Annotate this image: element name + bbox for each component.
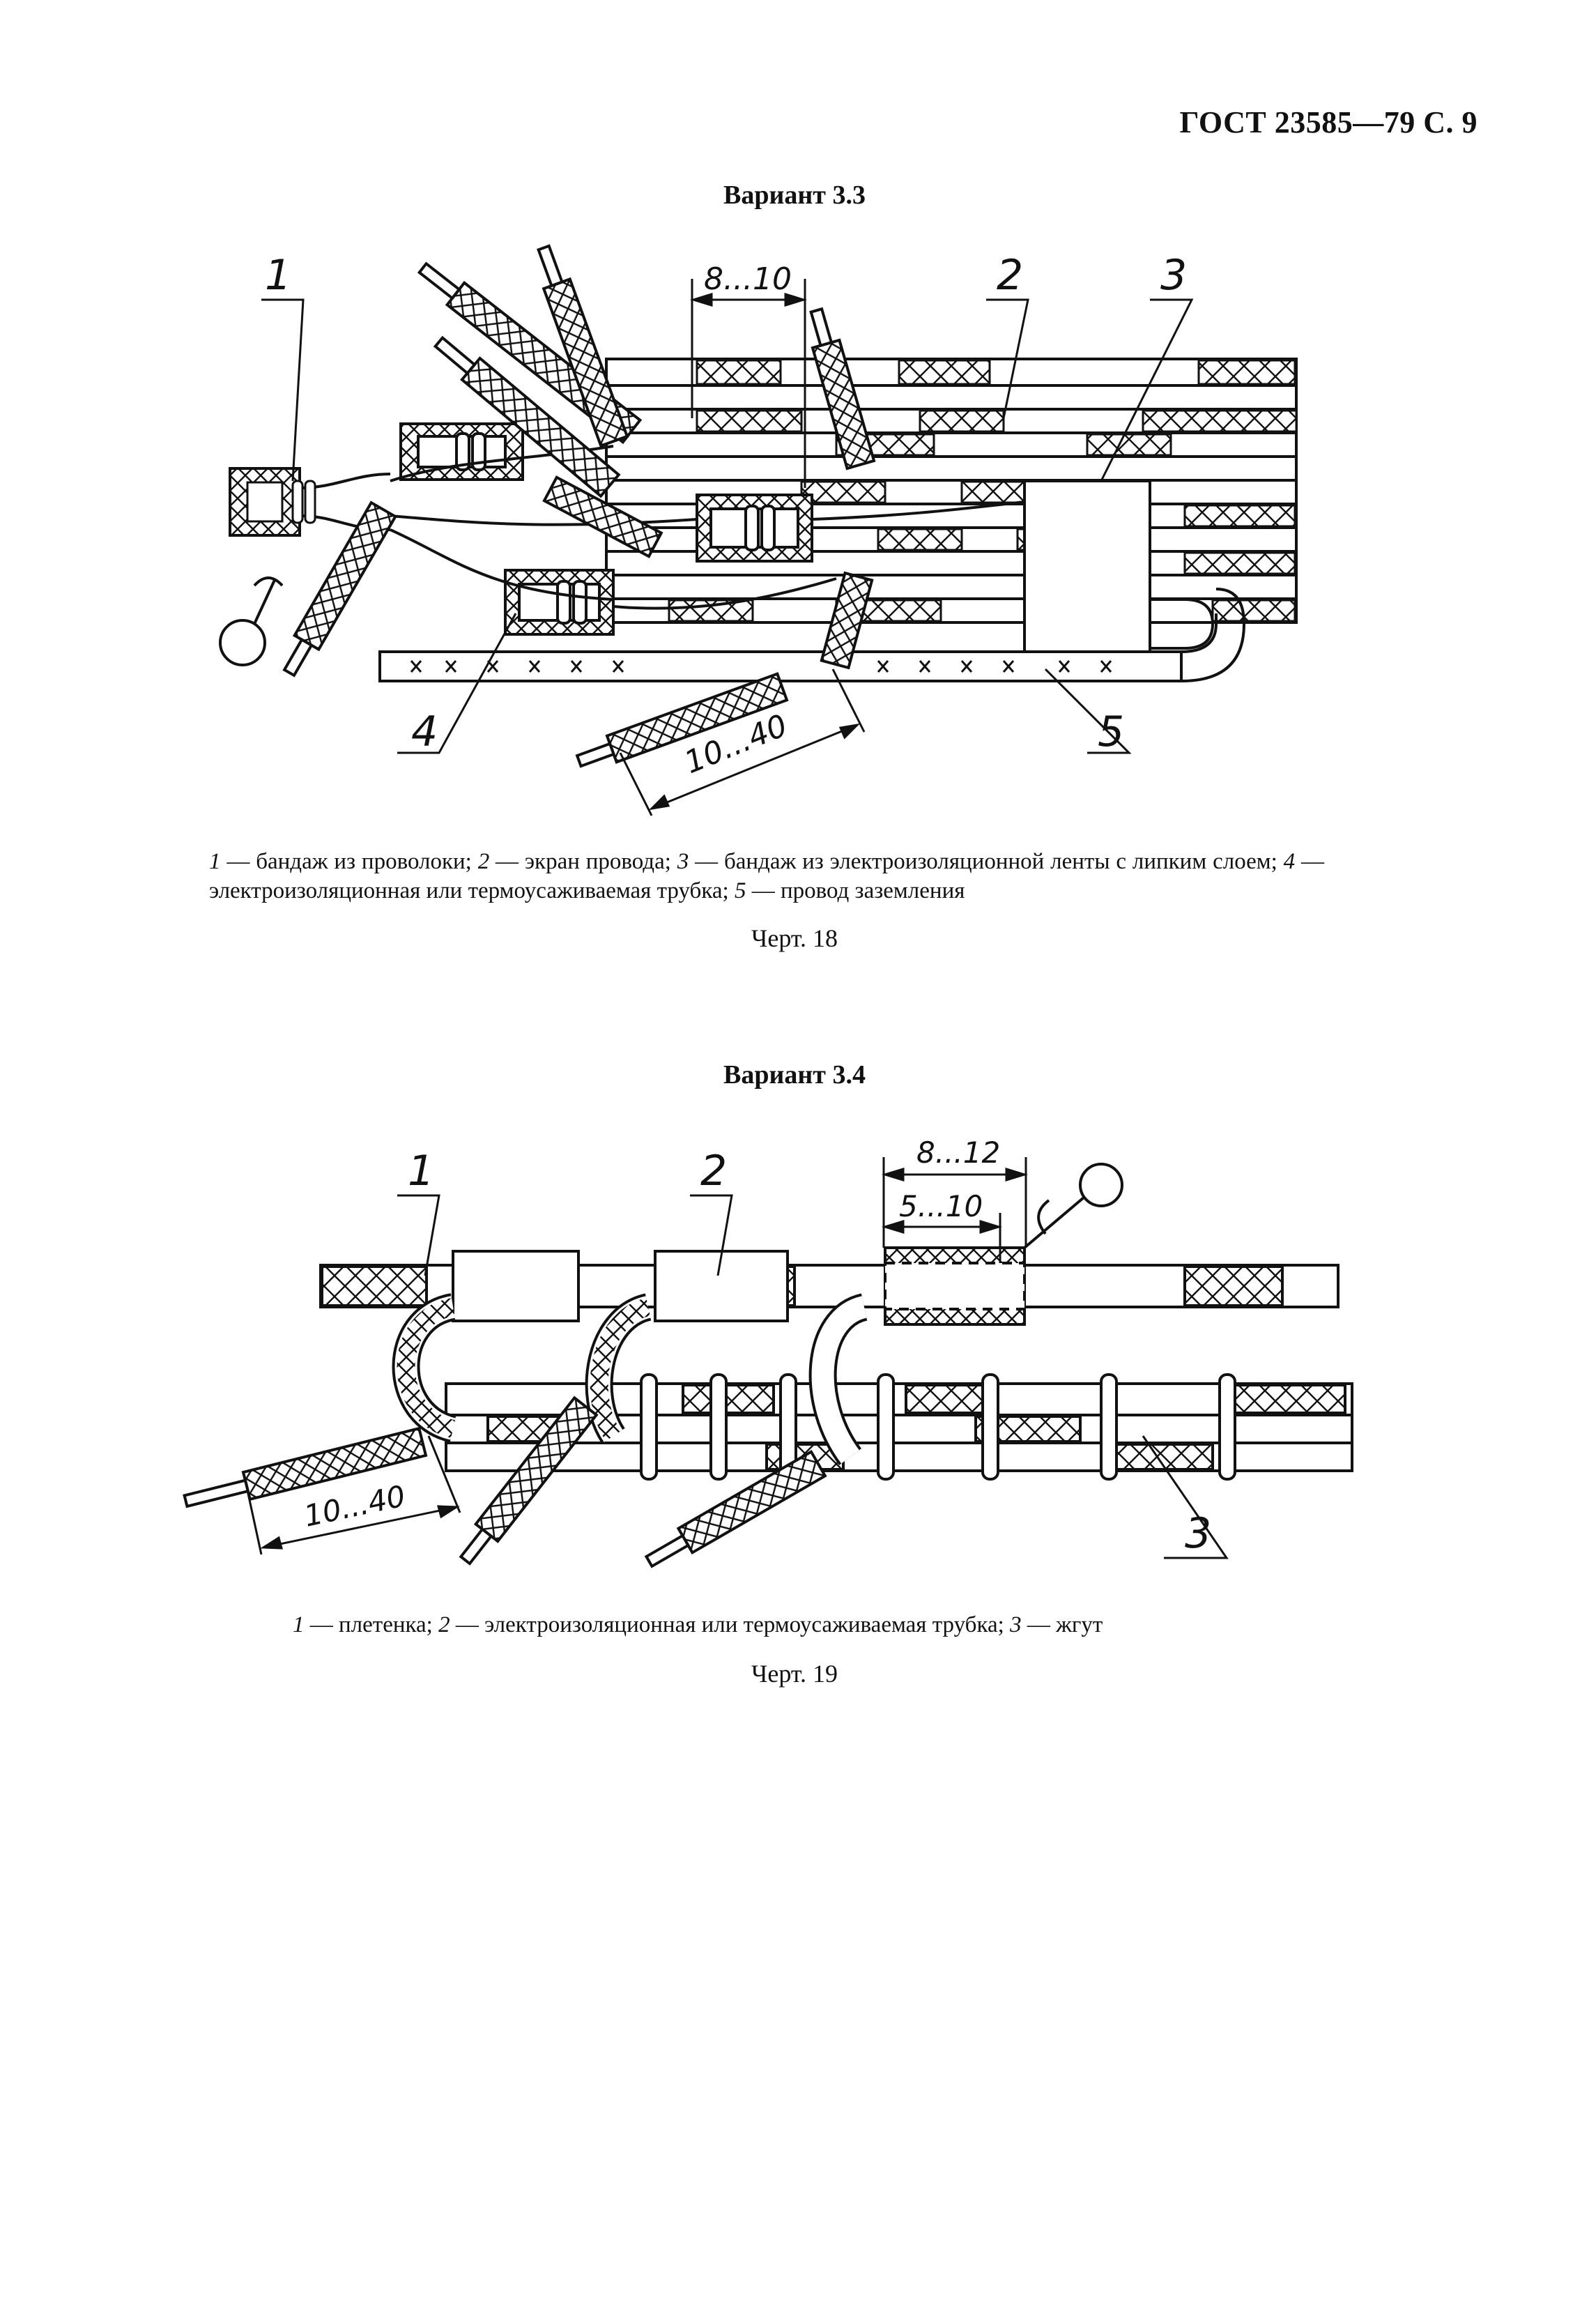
callout-1: 1 (265, 251, 291, 300)
cable-bundle (605, 358, 1298, 624)
dim-bottom-label-2: 10...40 (301, 1478, 408, 1533)
ground-symbol (219, 576, 284, 666)
wire-screen-hatching (668, 359, 1298, 622)
dimension-5-10 (881, 1213, 1003, 1263)
callout-3b: 3 (1185, 1509, 1211, 1558)
callout-leaders-2 (397, 1194, 1229, 1559)
insulation-tube-lower (504, 569, 615, 636)
shielded-conductors (282, 244, 876, 768)
variant-title-3-4: Вариант 3.4 (723, 1060, 866, 1090)
conductors-out (183, 1396, 827, 1568)
page-header: ГОСТ 23585—79 С. 9 (1179, 105, 1477, 139)
dimension-10-40-b (243, 1435, 461, 1555)
figure-18-drawing: 8...10 10...40 1 2 3 4 5 (219, 244, 1298, 816)
dim-outer-label: 8...12 (916, 1136, 1000, 1170)
tape-bandage (1023, 480, 1151, 664)
dimension-8-10 (689, 279, 808, 488)
ground-wire (378, 588, 1246, 682)
insulation-tube-middle (696, 494, 813, 563)
callout-leaders (261, 298, 1194, 754)
caption-chert-19: Черт. 19 (751, 1660, 838, 1688)
legend-figure-19: 1 — плетенка; 2 — электроизоляционная ил… (293, 1612, 1103, 1637)
callout-2: 2 (997, 251, 1023, 300)
tube-1 (452, 1250, 580, 1322)
callout-1b: 1 (408, 1147, 434, 1195)
variant-title-3-3: Вариант 3.3 (723, 181, 866, 210)
figure-19-drawing: 8...12 5...10 10...40 1 2 3 (183, 1136, 1353, 1568)
ground-wire-loop (1150, 598, 1215, 650)
callout-4: 4 (411, 708, 438, 756)
insulation-tube-upper (399, 422, 524, 481)
dim-top-label: 8...10 (704, 261, 792, 297)
harness-bands (640, 1373, 1236, 1481)
dim-inner-label: 5...10 (899, 1189, 983, 1223)
legend-figure-18: 1 — бандаж из проволоки; 2 — экран прово… (209, 849, 1324, 903)
tube-2 (654, 1250, 789, 1322)
dimension-10-40 (619, 668, 866, 816)
caption-chert-18: Черт. 18 (751, 924, 838, 952)
callout-2b: 2 (700, 1147, 727, 1195)
ground-symbol-2 (1023, 1163, 1123, 1249)
callout-5: 5 (1098, 708, 1124, 756)
ground-ferrule (884, 1246, 1026, 1326)
wire-bandage-left (229, 467, 391, 537)
dimension-8-12 (881, 1157, 1029, 1248)
callout-3: 3 (1160, 251, 1187, 300)
